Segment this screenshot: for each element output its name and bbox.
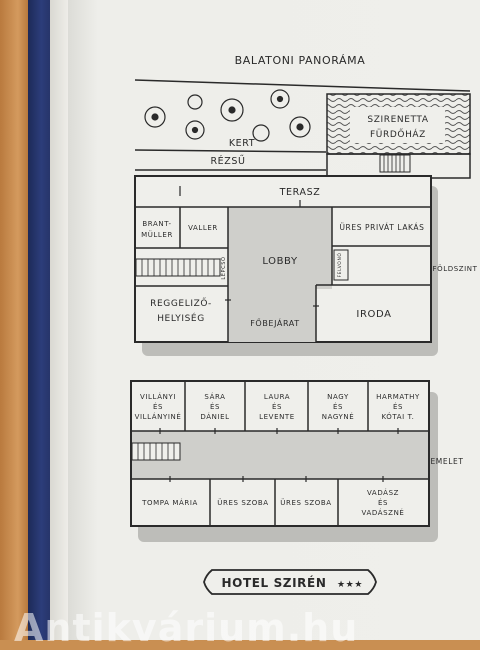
room-label-top-3-2: NAGYNÉ: [322, 412, 355, 421]
book-spine: [28, 0, 50, 640]
room-label-top-3-0: NAGY: [327, 393, 349, 401]
room-label-top-4-0: HARMATHY: [376, 393, 420, 401]
room-brant-muller-2: MÜLLER: [141, 230, 173, 239]
upper-floor: VILLÁNYIÉSVILLÁNYINÉSÁRAÉSDÁNIELLAURAÉSL…: [130, 380, 463, 542]
room-brant-muller-1: BRANT-: [142, 220, 171, 228]
ground-floor: TERASZ BRANT- MÜLLER VALLER ÜRES PRIVÁT …: [134, 175, 477, 356]
room-label-top-2-0: LAURA: [264, 393, 290, 401]
main-entrance-label: FŐBEJÁRAT: [250, 317, 300, 328]
hotel-stars: ★★★: [337, 580, 363, 590]
lobby-label: LOBBY: [262, 256, 298, 267]
bath-house: SZIRENETTA FÜRDŐHÁZ: [326, 93, 471, 179]
garden-label: KERT: [229, 138, 255, 149]
hotel-name: HOTEL SZIRÉN: [222, 575, 327, 590]
upper-floor-label: EMELET: [430, 457, 463, 466]
room-empty-flat: ÜRES PRIVÁT LAKÁS: [339, 223, 424, 232]
room-breakfast-1: REGGELIZŐ-: [150, 298, 212, 309]
room-label-bottom-3-0: VADÁSZ: [367, 488, 399, 497]
room-label-bottom-3-1: ÉS: [378, 498, 388, 507]
room-label-top-4-1: ÉS: [393, 402, 403, 411]
room-label-bottom-2-0: ÜRES SZOBA: [280, 498, 331, 507]
room-label-top-0-1: ÉS: [153, 402, 163, 411]
room-label-top-2-2: LEVENTE: [259, 413, 295, 421]
terrace-label: TERASZ: [279, 187, 321, 198]
room-valler: VALLER: [188, 224, 218, 232]
room-label-top-3-1: ÉS: [333, 402, 343, 411]
room-label-top-2-1: ÉS: [272, 402, 282, 411]
room-label-top-1-0: SÁRA: [204, 392, 225, 401]
room-label-bottom-3-2: VADÁSZNÉ: [362, 508, 405, 517]
bath-house-label-2: FÜRDŐHÁZ: [370, 128, 426, 140]
stairs-label: LÉPCSŐ: [219, 256, 227, 279]
room-label-top-1-2: DÁNIEL: [200, 412, 229, 421]
room-label-top-4-2: KÓTAI T.: [382, 412, 415, 421]
room-label-top-1-1: ÉS: [210, 402, 220, 411]
room-breakfast-2: HELYISÉG: [157, 312, 205, 324]
garden-area: KERT RÉZSŰ: [134, 79, 471, 171]
room-label-bottom-1-0: ÜRES SZOBA: [217, 498, 268, 507]
room-label-bottom-0-0: TOMPA MÁRIA: [141, 498, 198, 507]
watermark: Antikvárium.hu: [14, 606, 359, 650]
room-office: IRODA: [356, 309, 391, 320]
room-label-top-0-2: VILLÁNYINÉ: [135, 412, 182, 421]
elevator-label: FELVONÓ: [336, 252, 343, 277]
bath-house-label-1: SZIRENETTA: [367, 115, 428, 125]
room-label-top-0-0: VILLÁNYI: [140, 392, 176, 401]
tree-icon: [144, 89, 311, 142]
page-edge: [50, 0, 68, 640]
hotel-badge: HOTEL SZIRÉN ★★★: [203, 569, 377, 595]
ground-floor-label: FÖLDSZINT: [432, 264, 477, 273]
plan-title: BALATONI PANORÁMA: [235, 54, 366, 67]
slope-label: RÉZSŰ: [210, 155, 245, 167]
